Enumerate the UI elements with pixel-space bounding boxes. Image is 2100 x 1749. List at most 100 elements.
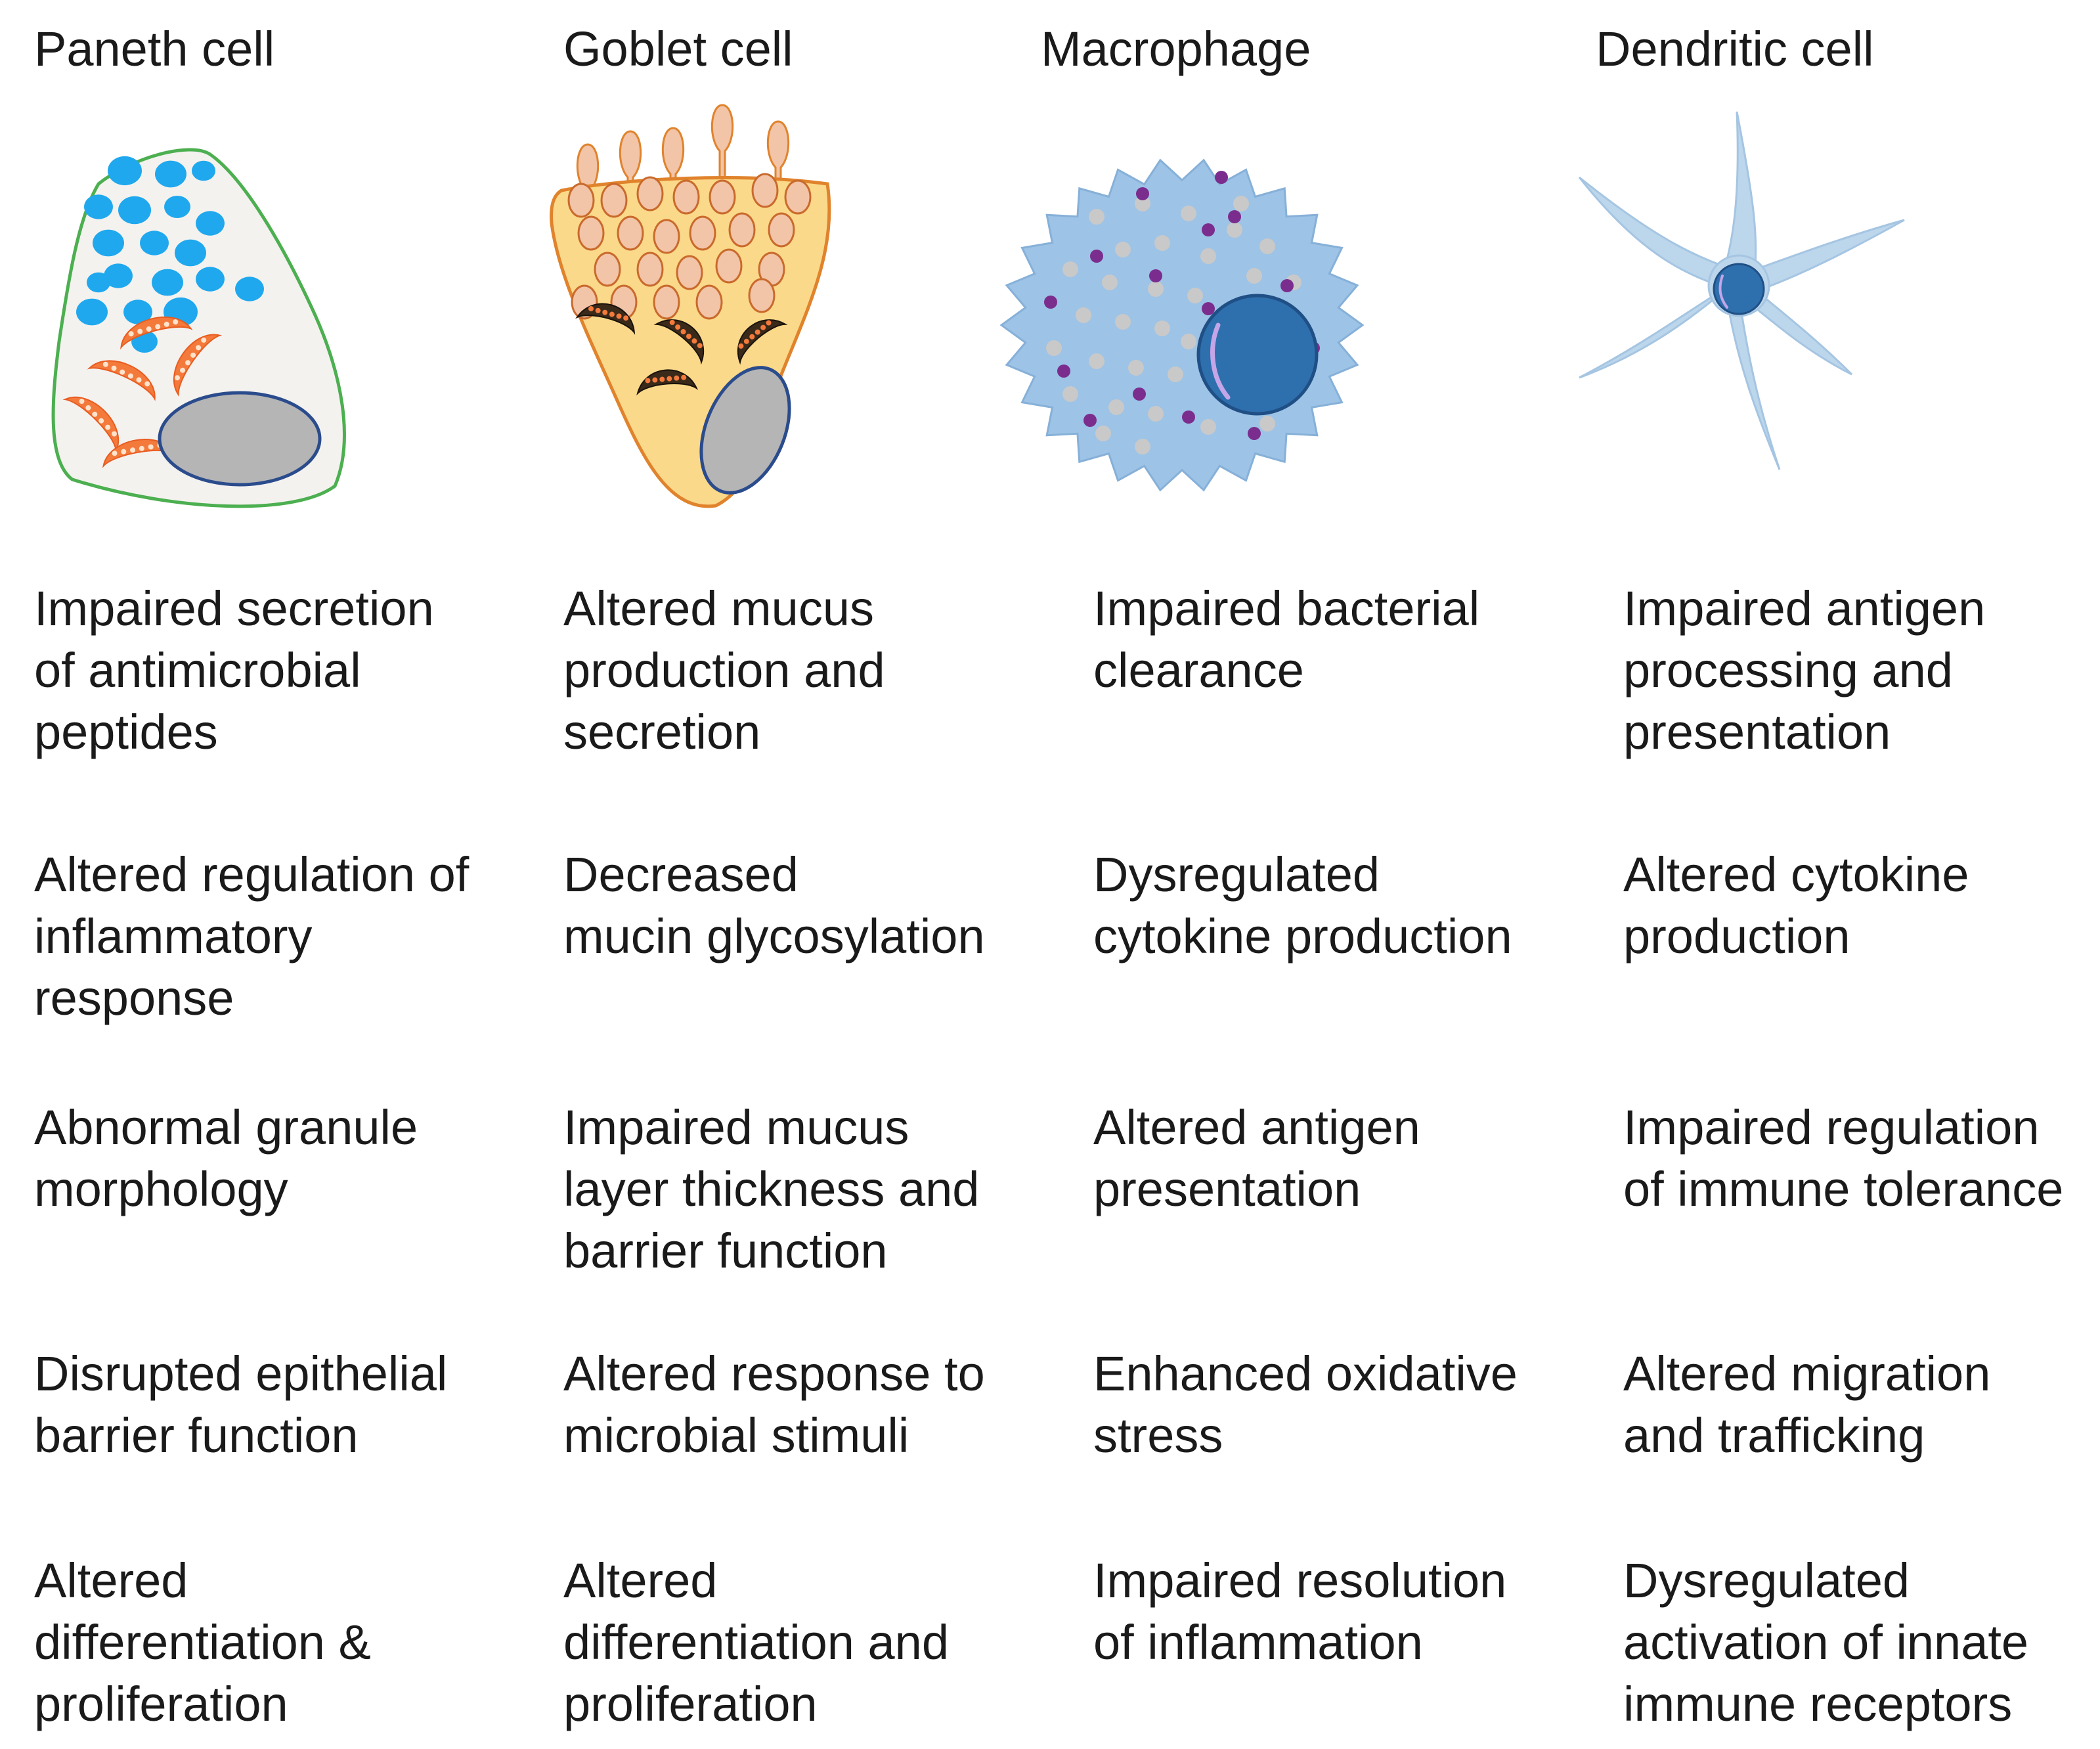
goblet-mucus-vesicle [768,212,795,248]
mito-crista [749,334,755,340]
paneth-granule [104,263,133,288]
effect-text: Altered differentiation and proliferatio… [563,1553,949,1731]
effect-text: Altered differentiation & proliferation [34,1553,371,1731]
mito-crista [85,405,91,410]
dendrite-lower-right [1738,284,1853,376]
goblet-mucus-vesicle [784,179,812,215]
goblet-mucus-vesicle-group [567,173,812,320]
mito-crista [120,369,125,375]
mito-crista [144,381,150,387]
effect-text: Abnormal granule morphology [34,1100,418,1216]
mito-crista [609,311,615,317]
mito-crista [691,338,697,344]
paneth-mitochondrion [120,317,193,350]
goblet-mucus-vesicle [653,284,680,320]
macrophage-grey-granule [1148,406,1164,422]
macrophage-grey-granule [1115,242,1131,257]
mito-crista [102,361,108,367]
mito-body [653,319,705,365]
macrophage-grey-granule [1089,209,1105,225]
dendrite-right [1745,219,1905,294]
goblet-mitochondrion [653,319,705,365]
mito-crista [98,418,104,424]
macrophage-purple-granule [1228,210,1241,223]
paneth-granule [175,239,206,267]
effect-text: Altered cytokine production [1623,847,1969,963]
mito-crista [616,313,622,319]
mito-crista [121,449,127,454]
effect-text: Enhanced oxidative stress [1093,1346,1518,1463]
mito-crista [760,324,766,330]
mito-crista [766,320,772,326]
mito-crista [136,377,142,383]
macrophage-grey-granule [1259,416,1275,432]
mito-body [120,317,193,350]
macrophage-purple-granule [1044,296,1057,309]
paneth-granule [87,272,110,293]
effect-text: Impaired resolution of inflammation [1093,1553,1507,1670]
goblet-mucus-vesicle [636,176,664,211]
goblet-mucus-vesicle [748,278,776,313]
macrophage-grey-granule [1227,222,1242,238]
goblet-microvillus [711,104,734,192]
dendritic-nucleus-highlight [1718,275,1728,309]
goblet-mucus-vesicle [709,179,736,215]
paneth-granule [108,156,142,186]
effect-text: Impaired secretion of antimicrobial pept… [34,581,434,759]
paneth-granule [196,211,225,236]
macrophage-purple-granule [1136,187,1149,200]
paneth-mitochondrion [87,360,156,401]
mito-crista [180,367,186,373]
goblet-mucus-vesicle [695,284,723,320]
paneth-nucleus [158,391,322,487]
mito-crista [164,321,169,327]
paneth-granule-group [76,156,264,353]
macrophage-grey-granule [1259,238,1275,254]
mito-crista [137,328,143,334]
mito-crista [588,306,594,312]
goblet-nucleus [699,366,791,495]
goblet-mitochondrion [575,303,636,335]
goblet-mucus-vesicle [751,173,779,208]
macrophage-grey-granule [1128,360,1144,376]
dendritic-cell-illustration [1578,111,1905,470]
effect-text: Impaired bacterial clearance [1093,581,1480,697]
macrophage-grey-granule [1076,307,1091,323]
macrophage-grey-granule [1233,196,1249,211]
goblet-mucus-vesicle [617,215,644,251]
goblet-mucus-vesicle [600,183,628,218]
title-dendritic-cell: Dendritic cell [1596,22,1874,76]
effect-text: Altered response to microbial stimuli [563,1346,985,1463]
mito-crista [112,451,118,456]
macrophage-purple-granule [1149,269,1162,282]
dendrite-upper [1718,111,1757,284]
macrophage-grey-granule [1095,426,1111,441]
paneth-mitochondrion [62,396,120,453]
macrophage-grey-granule [1135,196,1150,211]
goblet-mucus-vesicle [567,183,595,218]
goblet-mucus-vesicle [672,179,700,215]
macrophage-grey-granule [1135,439,1150,454]
mito-crista [111,365,117,371]
macrophage-grey-granule [1062,261,1078,277]
mito-crista [92,411,98,417]
macrophage-grey-granule [1154,321,1170,336]
goblet-mitochondrion [636,369,699,396]
paneth-granule [196,267,225,292]
macrophage-purple-granule [1083,414,1097,427]
effect-text: Impaired antigen processing and presenta… [1623,581,1986,759]
mito-crista [738,343,744,349]
goblet-mucus-vesicle [728,212,756,248]
macrophage-purple-granule [1133,387,1146,401]
mito-crista [175,375,181,381]
mito-crista [697,343,703,349]
title-goblet-cell: Goblet cell [563,22,793,76]
dendritic-nucleus [1713,263,1765,315]
mito-crista [146,326,152,332]
paneth-granule [76,298,108,326]
goblet-mucus-vesicle [653,219,680,254]
mito-crista [139,445,144,451]
goblet-microvillus [619,130,642,192]
goblet-cell-illustration [550,104,831,508]
mito-body [87,360,156,401]
